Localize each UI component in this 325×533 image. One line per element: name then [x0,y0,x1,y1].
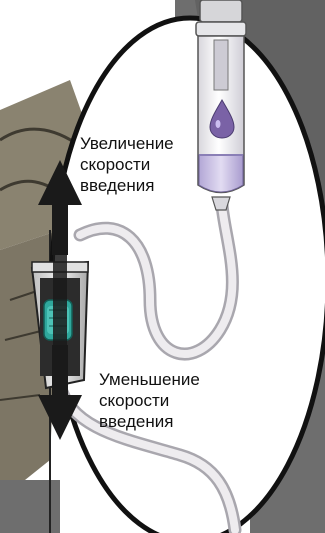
increase-rate-label: Увеличение скорости введения [80,133,174,196]
increase-rate-line-2: скорости [80,154,174,175]
increase-rate-line-3: введения [80,175,174,196]
decrease-rate-label: Уменьшение скорости введения [99,369,200,432]
droplet-highlight [216,120,221,128]
increase-rate-line-1: Увеличение [80,133,174,154]
decrease-rate-line-1: Уменьшение [99,369,200,390]
decrease-rate-line-3: введения [99,411,200,432]
decrease-rate-line-2: скорости [99,390,200,411]
